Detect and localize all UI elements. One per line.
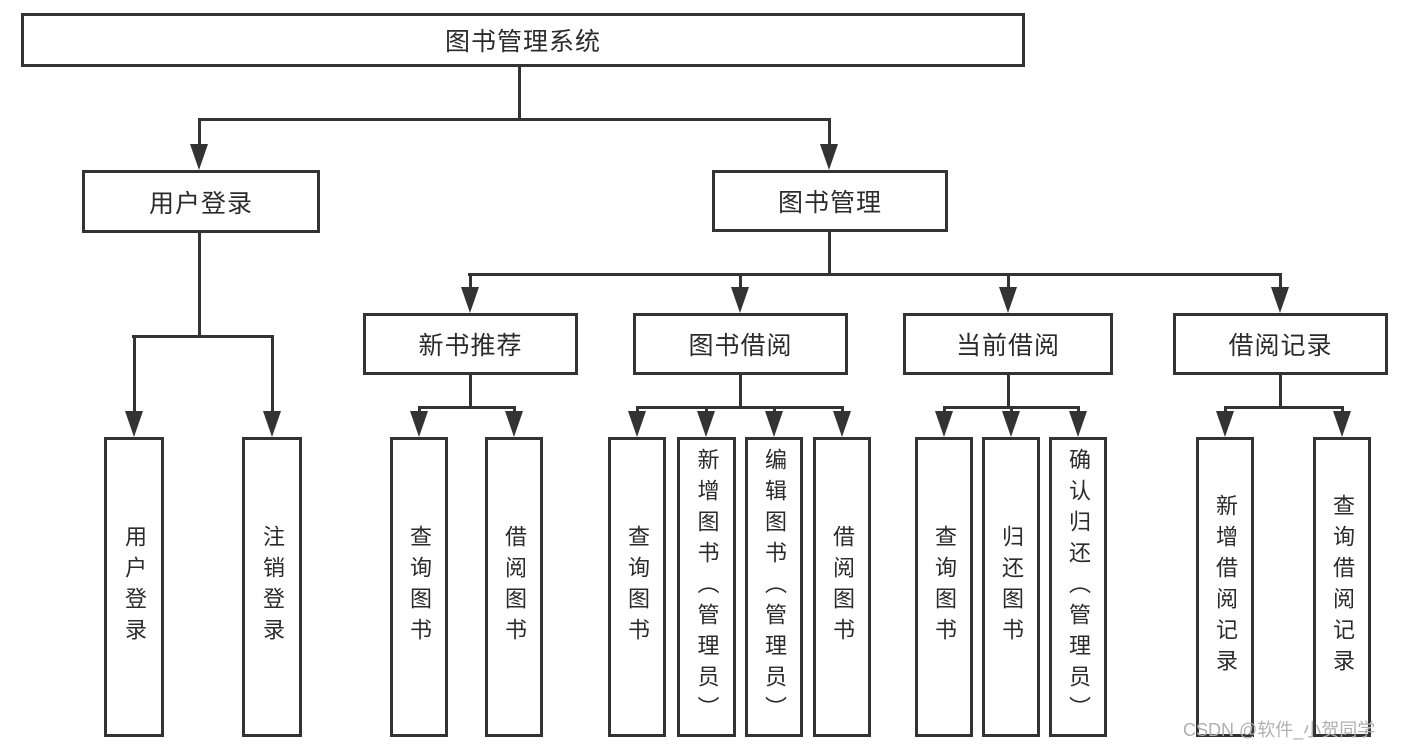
- leaf-edit-books-admin-label: 编辑图书（管理员）: [762, 447, 787, 727]
- connector-to-add-books: [705, 406, 708, 413]
- arrowhead-borrowing-query: [628, 411, 646, 437]
- connector-to-user-login: [198, 118, 201, 148]
- connector-to-edit-books: [773, 406, 776, 413]
- arrowhead-recommend-query: [410, 411, 428, 437]
- arrowhead-book-borrowing: [731, 287, 749, 313]
- leaf-query-borrow-record: 查询借阅记录: [1313, 437, 1371, 737]
- connector-to-leaf-logout: [271, 335, 274, 415]
- connector-user-login-stem: [198, 231, 201, 337]
- node-book-borrowing: 图书借阅: [633, 313, 848, 375]
- connector-book-management-stem: [828, 230, 831, 275]
- connector-borrowing-records-split: [1224, 406, 1344, 409]
- arrowhead-user-login: [190, 144, 208, 170]
- watermark-text: CSDN @软件_小贺同学: [1183, 720, 1376, 740]
- connector-book-borrowing-stem: [739, 375, 742, 408]
- arrowhead-query-record: [1333, 411, 1351, 437]
- connector-root-stem: [518, 66, 521, 120]
- leaf-user-login-label: 用户登录: [122, 525, 147, 649]
- arrowhead-edit-books: [765, 411, 783, 437]
- connector-new-book-stem: [469, 375, 472, 408]
- connector-book-borrowing-split: [636, 406, 844, 409]
- connector-to-new-book: [469, 273, 472, 289]
- leaf-logout-label: 注销登录: [260, 525, 285, 649]
- connector-to-borrowing-records: [1279, 273, 1282, 289]
- connector-to-leaf-user-login: [133, 335, 136, 415]
- connector-to-book-management: [828, 118, 831, 148]
- leaf-add-borrow-record: 新增借阅记录: [1196, 437, 1254, 737]
- connector-to-confirm-return: [1077, 406, 1080, 413]
- connector-user-login-split: [132, 335, 273, 338]
- arrowhead-recommend-borrow: [505, 411, 523, 437]
- node-user-login: 用户登录: [82, 170, 320, 233]
- arrowhead-borrowing-records: [1271, 287, 1289, 313]
- node-root: 图书管理系统: [21, 13, 1025, 67]
- connector-book-management-split: [468, 273, 1281, 276]
- connector-current-borrowing-stem: [1007, 375, 1010, 408]
- arrowhead-return-books: [1002, 411, 1020, 437]
- arrowhead-add-books: [697, 411, 715, 437]
- leaf-borrowing-query-books: 查询图书: [608, 437, 666, 737]
- leaf-confirm-return-admin: 确认归还（管理员）: [1049, 437, 1107, 737]
- connector-new-book-split: [418, 406, 516, 409]
- node-root-label: 图书管理系统: [444, 28, 601, 56]
- connector-to-borrowing-query: [636, 406, 639, 413]
- arrowhead-book-management: [820, 144, 838, 170]
- leaf-borrow-books-label: 借阅图书: [830, 525, 855, 649]
- connector-root-split: [198, 118, 831, 121]
- node-new-book-recommendation-label: 新书推荐: [418, 332, 523, 360]
- connector-to-book-borrowing: [739, 273, 742, 289]
- leaf-add-borrow-record-label: 新增借阅记录: [1213, 494, 1238, 680]
- node-borrowing-records: 借阅记录: [1173, 313, 1388, 375]
- leaf-user-login: 用户登录: [104, 437, 164, 737]
- connector-to-borrow-books: [841, 406, 844, 413]
- leaf-recommend-borrow-books-label: 借阅图书: [502, 525, 527, 649]
- arrowhead-current-query: [935, 411, 953, 437]
- arrowhead-add-record: [1216, 411, 1234, 437]
- node-new-book-recommendation: 新书推荐: [363, 313, 578, 375]
- leaf-query-borrow-record-label: 查询借阅记录: [1330, 494, 1355, 680]
- node-user-login-label: 用户登录: [148, 189, 253, 218]
- connector-to-recommend-query: [418, 406, 421, 413]
- connector-to-recommend-borrow: [513, 406, 516, 413]
- leaf-logout: 注销登录: [242, 437, 302, 737]
- leaf-current-query-books: 查询图书: [915, 437, 973, 737]
- node-book-borrowing-label: 图书借阅: [688, 332, 793, 360]
- arrowhead-current-borrowing: [999, 287, 1017, 313]
- leaf-recommend-borrow-books: 借阅图书: [485, 437, 543, 737]
- leaf-confirm-return-admin-label: 确认归还（管理员）: [1066, 447, 1091, 727]
- node-current-borrowing-label: 当前借阅: [955, 332, 1060, 360]
- leaf-borrowing-query-books-label: 查询图书: [625, 525, 650, 649]
- node-borrowing-records-label: 借阅记录: [1228, 332, 1333, 360]
- arrowhead-leaf-user-login: [125, 411, 143, 437]
- leaf-borrow-books: 借阅图书: [813, 437, 871, 737]
- node-current-borrowing: 当前借阅: [903, 313, 1113, 375]
- connector-to-current-borrowing: [1007, 273, 1010, 289]
- connector-to-current-query: [943, 406, 946, 413]
- connector-to-return-books: [1010, 406, 1013, 413]
- arrowhead-new-book: [461, 287, 479, 313]
- leaf-edit-books-admin: 编辑图书（管理员）: [745, 437, 803, 737]
- node-book-management: 图书管理: [712, 170, 948, 232]
- leaf-return-books: 归还图书: [982, 437, 1040, 737]
- leaf-add-books-admin-label: 新增图书（管理员）: [694, 447, 720, 727]
- connector-to-query-record: [1341, 406, 1344, 413]
- node-book-management-label: 图书管理: [777, 189, 882, 217]
- leaf-current-query-books-label: 查询图书: [932, 525, 957, 649]
- leaf-return-books-label: 归还图书: [999, 525, 1024, 649]
- arrowhead-borrow-books: [833, 411, 851, 437]
- connector-to-add-record: [1224, 406, 1227, 413]
- arrowhead-confirm-return: [1069, 411, 1087, 437]
- leaf-add-books-admin: 新增图书（管理员）: [677, 437, 736, 737]
- connector-borrowing-records-stem: [1279, 375, 1282, 408]
- leaf-recommend-query-books: 查询图书: [390, 437, 448, 737]
- arrowhead-leaf-logout: [263, 411, 281, 437]
- leaf-recommend-query-books-label: 查询图书: [407, 525, 432, 649]
